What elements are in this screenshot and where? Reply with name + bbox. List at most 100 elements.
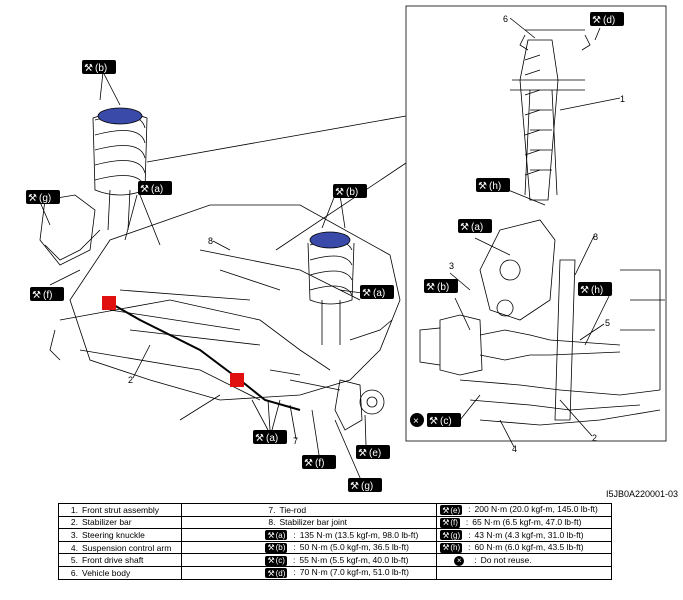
inset-body-bracket [519,29,591,51]
callout-f1: ⚒ (f) [30,287,64,301]
svg-text:×: × [413,416,419,427]
crossmember [49,299,331,421]
callout-h1-label: (h) [489,181,501,192]
callout-a4-label: (a) [471,222,483,233]
do-not-reuse-icon: × [454,555,465,566]
callout-c1-label: (c) [440,416,452,427]
svg-text:⚒: ⚒ [350,481,359,492]
legend-row: 3.Steering knuckle⚒(a):135 N·m (13.5 kgf… [57,528,612,542]
part-number: 1. [70,504,78,515]
inset-control-arm [459,379,661,426]
part-6-inset: 6 [503,14,508,24]
part-5-inset: 5 [605,318,610,328]
legend-row: 6.Vehicle body⚒(d):70 N·m (7.0 kgf-m, 51… [57,565,612,580]
part-name: Front drive shaft [82,555,144,566]
legend-row: 5.Front drive shaft⚒(c):55 N·m (5.5 kgf-… [57,553,612,567]
svg-text:⚒: ⚒ [28,193,37,204]
torque-badge-icon: ⚒(c) [265,555,287,566]
leader-lines-left [39,71,367,481]
chassis-outline [69,204,401,401]
svg-text:⚒: ⚒ [255,433,264,444]
left-strut-spring [94,115,146,189]
leader-lines-inset [449,17,621,448]
callout-g2: ⚒ (g) [348,478,382,492]
part-3-inset: 3 [449,261,454,271]
callout-f2-label: (f) [315,458,324,469]
legend-mid-cell: ⚒(d):70 N·m (7.0 kgf-m, 51.0 lb-ft) [181,565,438,580]
callout-a2: ⚒ (a) [360,285,394,299]
torque-badge-icon: ⚒(b) [265,542,288,553]
inset-driveshaft [479,329,621,361]
callout-e1: ⚒ (e) [356,445,390,459]
legend-right-cell [436,565,612,580]
part-number: 7. [268,504,276,515]
torque-value: 55 N·m (5.5 kgf-m, 40.0 lb-ft) [299,554,409,565]
svg-text:⚒: ⚒ [460,222,469,233]
callout-b2-label: (b) [346,187,358,198]
inset-strut [510,39,585,201]
callout-b3: ⚒ (b) [424,279,458,293]
inset-hub [419,314,483,376]
part-name: Stabilizer bar joint [279,517,348,528]
callout-e1-label: (e) [369,448,381,459]
part-number: 3. [70,529,78,540]
part-numbers: 8 2 7 6 1 3 8 5 2 4 [128,14,625,454]
svg-text:⚒: ⚒ [335,187,344,198]
svg-text:⚒: ⚒ [84,63,93,74]
legend-row: 1.Front strut assembly 7.Tie-rod ⚒(e):200 … [57,503,612,517]
legend-part-cell: 1.Front strut assembly [57,503,183,517]
stabilizer-bar [104,299,301,411]
torque-value: 200 N·m (20.0 kgf-m, 145.0 lb-ft) [474,504,598,515]
part-number: 4. [70,542,78,553]
legend-row: 4. Suspension control arm ⚒(b):50 N·m (5.0… [57,540,612,555]
part-8-left: 8 [208,236,213,246]
right-strut-spring [309,240,353,296]
legend-right-cell: ⚒(e):200 N·m (20.0 kgf-m, 145.0 lb-ft) [436,503,612,517]
legend-mid-cell: ⚒(a):135 N·m (13.5 kgf-m, 98.0 lb-ft) [181,528,438,542]
inset-frame [405,5,667,442]
svg-text:⚒: ⚒ [362,288,371,299]
svg-text:⚒: ⚒ [358,448,367,459]
right-strut-body [307,242,393,345]
torque-badge-icon: ⚒(h) [440,542,463,553]
part-number: 2. [70,517,78,528]
callout-f1-label: (f) [43,290,52,301]
callout-h2-label: (h) [591,285,603,296]
part-name: Suspension control arm [82,542,172,553]
callout-a1-label: (a) [151,184,163,195]
legend-part-cell: 3.Steering knuckle [57,528,183,542]
right-knuckle [269,369,363,431]
part-2-inset: 2 [592,433,597,443]
torque-callouts: ⚒ (b) ⚒ (g) ⚒ (a) ⚒ (b) ⚒ (f) ⚒ (a) [26,12,624,492]
svg-text:⚒: ⚒ [580,285,589,296]
part-4-inset: 4 [512,444,517,454]
part-name: Tie-rod [279,504,307,515]
legend-part-cell: 2. Stabilizer bar [57,515,183,530]
zoom-line-bottom [275,162,407,251]
torque-value: 43 N·m (4.3 kgf-m, 31.0 lb-ft) [474,529,584,540]
callout-h2: ⚒ (h) [578,282,612,296]
left-knuckle [39,194,96,266]
part-name: Stabilizer bar [82,517,132,528]
callout-g1: ⚒ (g) [26,190,60,204]
zoom-line-top [146,115,407,163]
do-not-reuse-text: Do not reuse. [480,554,532,565]
callout-g1-label: (g) [39,193,51,204]
callout-c1: × ⚒ (c) [410,413,461,427]
legend-part-cell: 6.Vehicle body [57,565,183,580]
callout-h1: ⚒ (h) [476,178,510,192]
inset-frame-right [620,269,665,390]
legend-right-cell: ⚒(g):43 N·m (4.3 kgf-m, 31.0 lb-ft) [436,528,612,542]
svg-text:⚒: ⚒ [32,290,41,301]
torque-value: 60 N·m (6.0 kgf-m, 43.5 lb-ft) [474,542,584,553]
part-7-left: 7 [293,436,298,446]
part-number: 6. [70,567,78,578]
svg-text:⚒: ⚒ [426,282,435,293]
callout-d1-label: (d) [603,15,615,26]
legend-mid-cell: ⚒(b):50 N·m (5.0 kgf-m, 36.5 lb-ft) [181,540,438,555]
legend-table: 1.Front strut assembly 7.Tie-rod ⚒(e):200 … [57,503,612,580]
torque-value: 70 N·m (7.0 kgf-m, 51.0 lb-ft) [299,567,409,578]
callout-b2: ⚒ (b) [333,184,367,198]
